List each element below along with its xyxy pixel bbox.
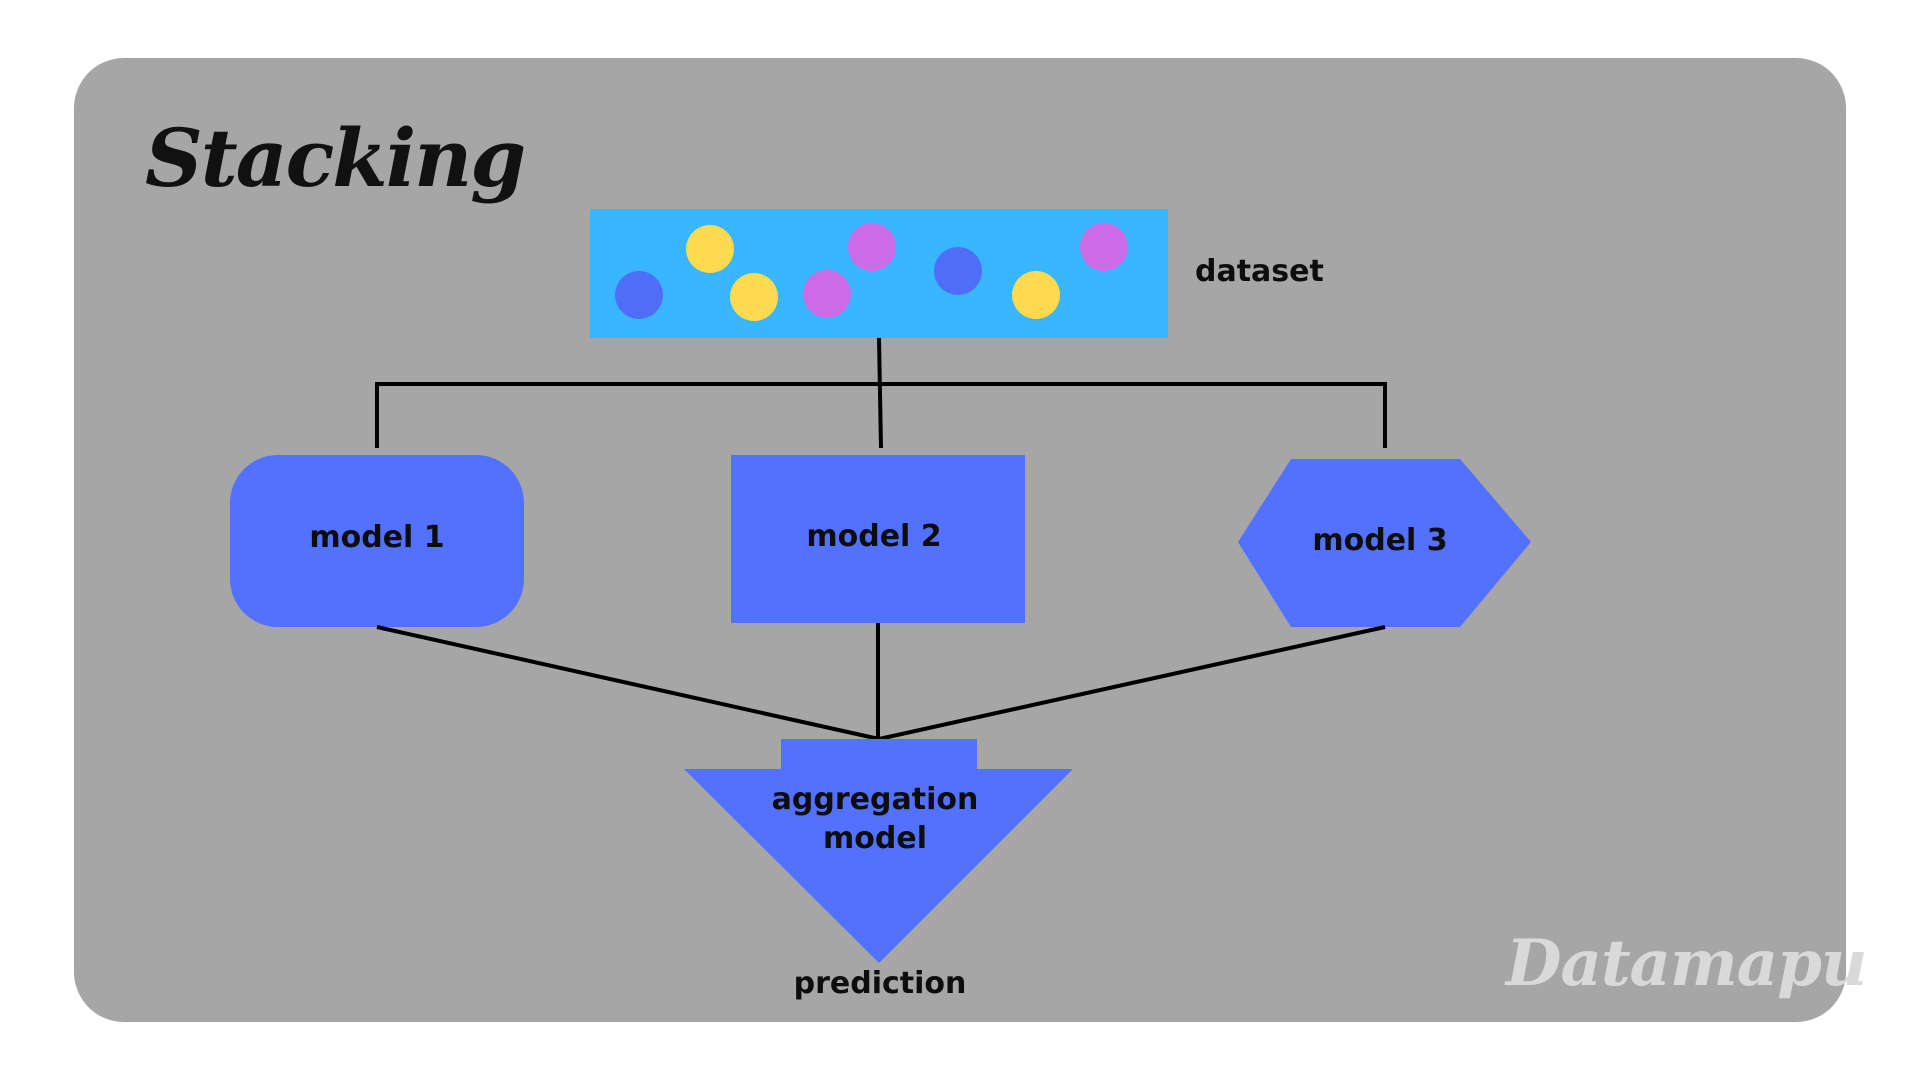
- model-2-shape: [731, 455, 1025, 623]
- split-connectors: [375, 337, 1387, 449]
- model-3-label: model 3: [1312, 523, 1448, 558]
- connector-dataset-down: [877, 337, 883, 449]
- data-point: [686, 225, 734, 273]
- data-point: [730, 273, 778, 321]
- dataset-label: dataset: [1195, 254, 1324, 289]
- aggregation-arrow-shape: [684, 739, 1073, 963]
- model-2-label: model 2: [806, 519, 942, 554]
- aggregation-label-line-2: model: [823, 821, 927, 856]
- watermark-logo: Datamapu: [1506, 926, 1867, 1001]
- data-point: [1012, 271, 1060, 319]
- data-point: [848, 223, 896, 271]
- prediction-label: prediction: [793, 966, 967, 1001]
- aggregation-label: aggregation model: [730, 780, 1020, 858]
- dataset-points: [615, 223, 1128, 321]
- diagram-title: Stacking: [145, 111, 526, 205]
- model-1-shape: [230, 455, 524, 627]
- connector-model-1-to-agg: [376, 625, 880, 741]
- model-1-label: model 1: [309, 520, 445, 555]
- model-3-shape: [1238, 459, 1531, 627]
- data-point: [615, 271, 663, 319]
- connector-model-3-to-agg: [878, 625, 1386, 741]
- aggregation-label-line-1: aggregation: [771, 782, 979, 817]
- data-point: [1080, 223, 1128, 271]
- data-point: [803, 270, 851, 318]
- merge-connectors: [376, 623, 1386, 741]
- data-point: [934, 247, 982, 295]
